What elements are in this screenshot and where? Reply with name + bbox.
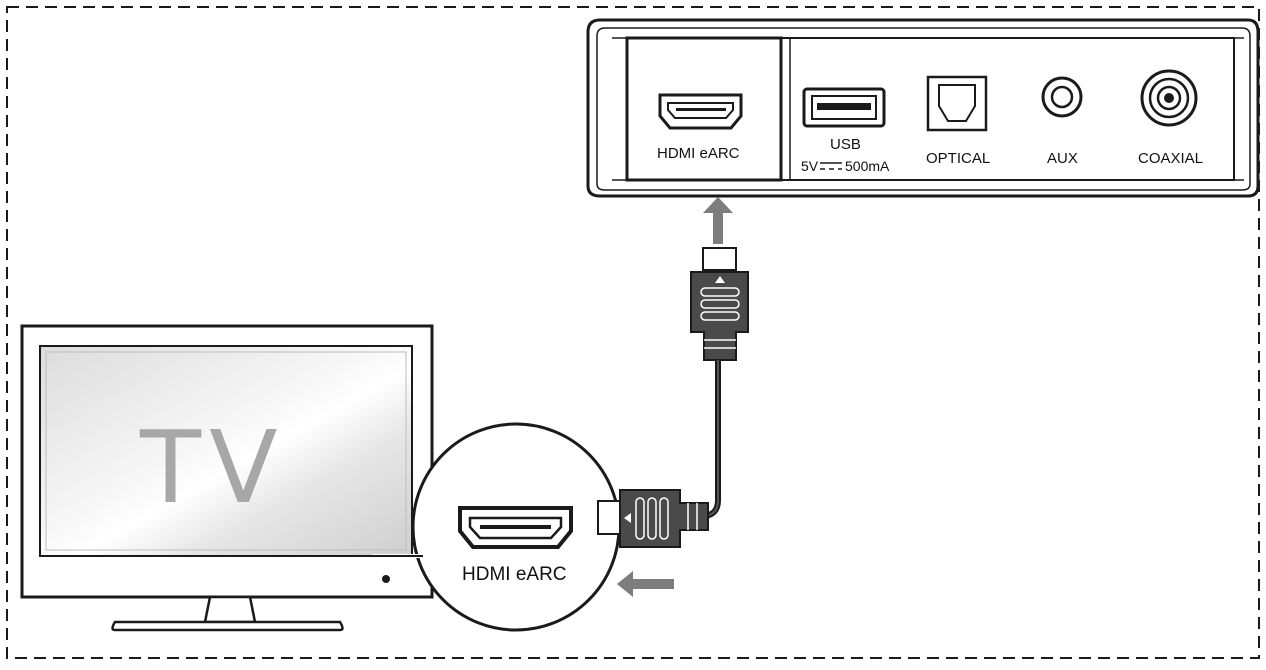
dc-symbol-icon bbox=[820, 162, 842, 170]
tv-icon bbox=[20, 324, 434, 632]
coaxial-port-icon bbox=[1140, 69, 1198, 127]
hdmi-earc-label: HDMI eARC bbox=[657, 145, 740, 162]
hdmi-plug-horizontal-icon bbox=[597, 489, 709, 548]
tv-hdmi-earc-label: HDMI eARC bbox=[462, 564, 567, 585]
usb-label: USB bbox=[830, 136, 861, 153]
up-arrow-icon bbox=[703, 197, 733, 244]
usb-port-icon bbox=[802, 87, 886, 128]
hdmi-cable bbox=[695, 360, 721, 519]
tv-hdmi-port-icon bbox=[458, 506, 573, 549]
soundbar-rear-panel bbox=[586, 18, 1260, 198]
optical-label: OPTICAL bbox=[926, 150, 991, 167]
tv-label: TV bbox=[140, 409, 286, 526]
dashed-border bbox=[6, 6, 1260, 659]
hdmi-plug-icon bbox=[690, 247, 749, 361]
coaxial-label: COAXIAL bbox=[1138, 150, 1204, 167]
hdmi-port-icon bbox=[658, 93, 743, 130]
usb-voltage-label: 5V bbox=[801, 158, 819, 174]
aux-port-icon bbox=[1041, 76, 1083, 118]
usb-current-label: 500mA bbox=[845, 158, 890, 174]
aux-label: AUX bbox=[1047, 150, 1078, 167]
left-arrow-icon bbox=[617, 571, 674, 597]
optical-port-icon bbox=[926, 75, 988, 132]
